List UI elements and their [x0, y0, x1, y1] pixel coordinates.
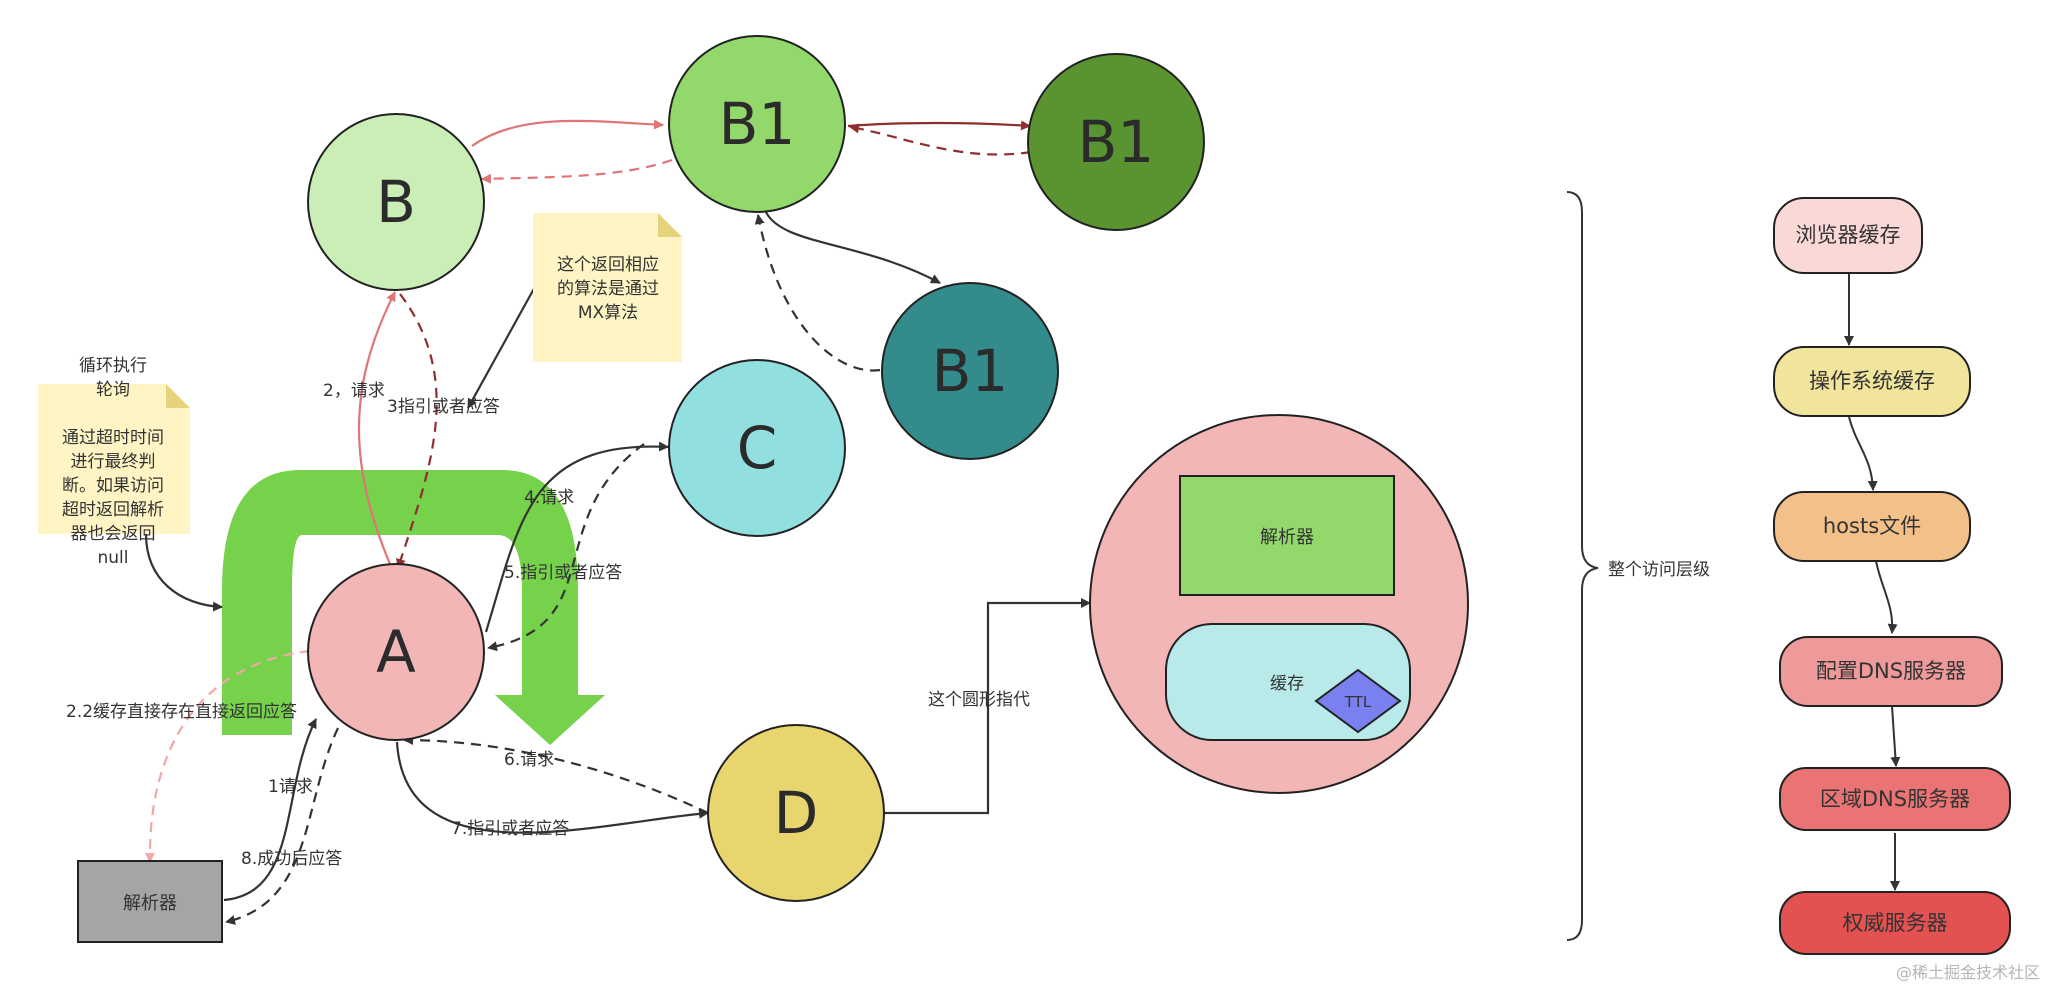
edge-label-2: 2，请求 [323, 381, 385, 401]
hierarchy-label: 操作系统缓存 [1809, 369, 1935, 393]
loop-note: 循环执行 轮询 通过超时时间 进行最终判 断。如果访问 超时返回解析 器也会返回… [38, 356, 190, 568]
loop-note-title-line: 循环执行 [79, 356, 147, 376]
hierarchy-label: 区域DNS服务器 [1820, 787, 1970, 811]
hierarchy-label: hosts文件 [1823, 514, 1921, 538]
hierarchy-connector [1848, 416, 1878, 491]
hierarchy-connector [1875, 560, 1898, 634]
edge-b1-to-b1-teal [763, 209, 941, 284]
loop-note-body-line: 进行最终判 [71, 452, 156, 472]
edge-d-to-a [403, 735, 709, 814]
edge-label-6: 6.请求 [504, 750, 554, 770]
cache-label: 缓存 [1270, 674, 1304, 694]
resolver-green-box [1179, 475, 1395, 596]
big-circle-group: 解析器 缓存 TTL [1089, 414, 1469, 794]
edge-resolver-to-a [223, 718, 317, 902]
hierarchy-item-os-cache: 操作系统缓存 [1773, 346, 1971, 417]
edge-b1-teal-to-b1 [754, 214, 881, 372]
hierarchy-item-zone-dns: 区域DNS服务器 [1779, 767, 2011, 831]
edge-label-3: 3指引或者应答 [387, 397, 500, 417]
loop-note-body-line: 超时返回解析 [62, 500, 164, 520]
resolver-gray-label: 解析器 [123, 893, 177, 914]
edge-a-to-resolver [225, 712, 347, 925]
edge-label-5: 5.指引或者应答 [504, 563, 622, 583]
edge-c-to-a [487, 443, 645, 652]
mx-note: 这个返回相应 的算法是通过 MX算法 [533, 213, 682, 362]
ttl-label: TTL [1344, 693, 1372, 711]
edge-label-1: 1请求 [268, 777, 313, 797]
mx-note-line: MX算法 [578, 303, 638, 323]
loop-big-arrow [222, 470, 605, 745]
edge-d-to-big-circle [884, 598, 1091, 815]
hierarchy-label: 配置DNS服务器 [1816, 659, 1966, 683]
mx-note-line: 这个返回相应 [557, 255, 659, 275]
hierarchy-brace [1566, 191, 1599, 941]
edge-b-to-a [396, 293, 438, 569]
node-c: C [668, 359, 846, 537]
edge-a-to-b [357, 291, 396, 570]
node-d-label: D [774, 779, 819, 847]
node-a: A [307, 563, 485, 741]
edge-b-to-b1 [471, 119, 664, 147]
node-b1-top-label: B1 [719, 90, 796, 158]
node-b-label: B [376, 168, 416, 236]
hierarchy-brace-label: 整个访问层级 [1608, 560, 1710, 580]
edge-label-4: 4.请求 [524, 488, 574, 508]
loop-note-body-line: 断。如果访问 [62, 476, 164, 496]
node-c-label: C [737, 414, 778, 482]
loop-note-title-line: 轮询 [96, 380, 130, 400]
watermark: @稀土掘金技术社区 [1896, 963, 2040, 982]
node-b: B [307, 113, 485, 291]
node-b1-right: B1 [1027, 53, 1205, 231]
node-b1-teal-label: B1 [932, 337, 1009, 405]
node-b1-top: B1 [668, 35, 846, 213]
resolver-gray-box: 解析器 [77, 860, 223, 943]
hierarchy-item-hosts: hosts文件 [1773, 491, 1971, 562]
hierarchy-connector [1890, 705, 1901, 767]
hierarchy-item-browser-cache: 浏览器缓存 [1773, 197, 1923, 274]
edge-a-to-c [484, 441, 669, 633]
loop-note-body-line: 通过超时时间 [62, 428, 164, 448]
edge-label-8: 8.成功后应答 [241, 849, 342, 869]
node-a-label: A [376, 618, 416, 686]
edge-mx-note-pointer [467, 284, 537, 409]
hierarchy-item-config-dns: 配置DNS服务器 [1779, 636, 2003, 707]
edge-label-2-2: 2.2缓存直接存在直接返回应答 [66, 702, 297, 722]
edge-b1-to-b [481, 158, 673, 184]
edge-a-cache-pink [144, 649, 311, 863]
edge-b1-right-to-b1 [849, 123, 1032, 156]
hierarchy-label: 浏览器缓存 [1796, 223, 1901, 247]
loop-note-body-line: 器也会返回 [71, 524, 156, 544]
hierarchy-stack: 浏览器缓存 操作系统缓存 hosts文件 配置DNS服务器 区域DNS服务器 权… [1773, 197, 2011, 955]
resolver-green-label: 解析器 [1260, 527, 1314, 548]
node-d: D [707, 724, 885, 902]
hierarchy-item-authoritative: 权威服务器 [1779, 891, 2011, 955]
hierarchy-label: 权威服务器 [1843, 911, 1948, 935]
ttl-diamond [1314, 668, 1402, 734]
loop-note-body-line: null [98, 548, 129, 568]
edge-loop-note-pointer [144, 533, 223, 612]
mx-note-line: 的算法是通过 [557, 279, 659, 299]
edge-a-to-d [395, 741, 709, 834]
edge-b1-to-b1-right [847, 120, 1031, 131]
node-b1-teal: B1 [881, 282, 1059, 460]
edge-label-7: 7.指引或者应答 [451, 819, 569, 839]
node-b1-right-label: B1 [1078, 108, 1155, 176]
edge-label-circle-ref: 这个圆形指代 [928, 690, 1030, 710]
